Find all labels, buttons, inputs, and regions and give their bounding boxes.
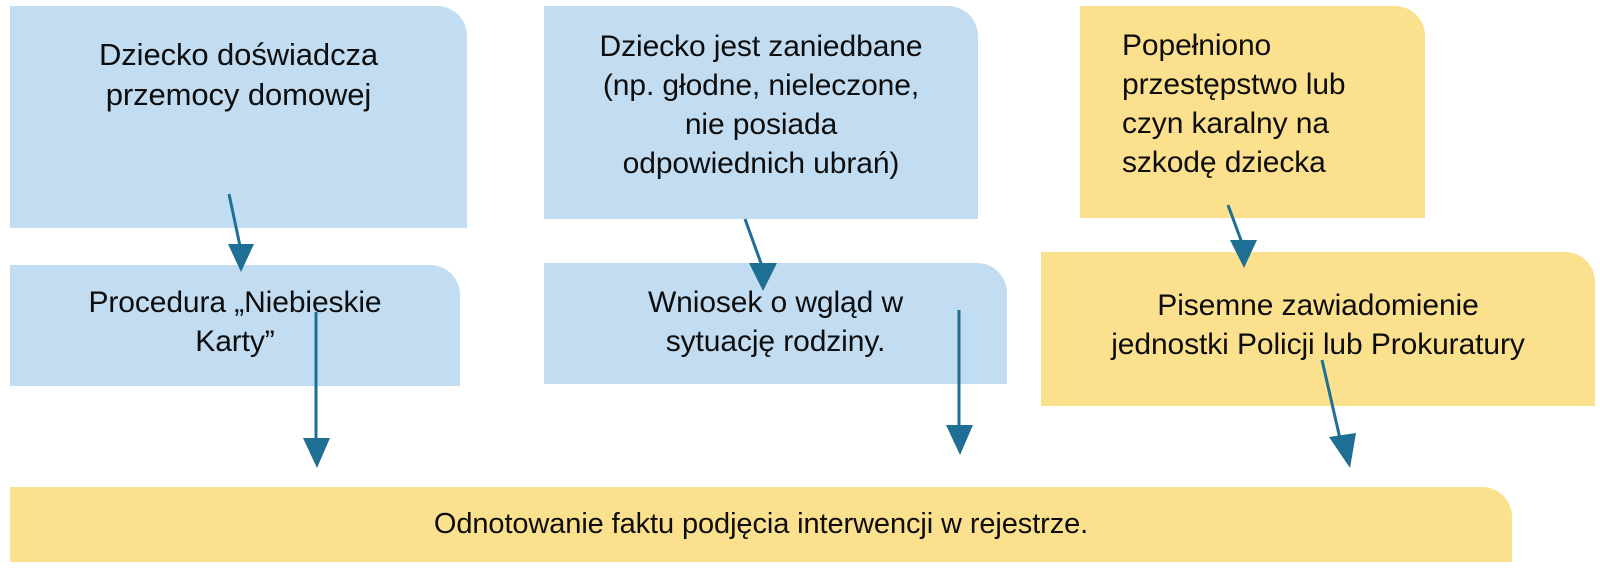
- node-blue-cards-procedure: Procedura „Niebieskie Karty”: [10, 265, 460, 386]
- node-label: Odnotowanie faktu podjęcia interwencji w…: [433, 507, 1089, 540]
- node-label: Pisemne zawiadomienie jednostki Policji …: [1111, 289, 1525, 361]
- node-crime-committed-against-child: Popełniono przestępstwo lub czyn karalny…: [1080, 6, 1425, 218]
- node-label: Procedura „Niebieskie Karty”: [88, 285, 382, 358]
- node-label: Dziecko doświadcza przemocy domowej: [98, 36, 379, 112]
- node-written-notification-police-prosecutor: Pisemne zawiadomienie jednostki Policji …: [1041, 252, 1595, 406]
- node-child-experiences-domestic-violence: Dziecko doświadcza przemocy domowej: [10, 6, 467, 228]
- node-label: Dziecko jest zaniedbane (np. głodne, nie…: [599, 29, 923, 180]
- node-family-situation-review-request: Wniosek o wgląd w sytuację rodziny.: [544, 263, 1007, 384]
- node-label: Popełniono przestępstwo lub czyn karalny…: [1122, 29, 1346, 179]
- node-label: Wniosek o wgląd w sytuację rodziny.: [647, 285, 904, 358]
- node-child-is-neglected: Dziecko jest zaniedbane (np. głodne, nie…: [544, 6, 978, 219]
- node-record-intervention-in-register: Odnotowanie faktu podjęcia interwencji w…: [10, 487, 1512, 562]
